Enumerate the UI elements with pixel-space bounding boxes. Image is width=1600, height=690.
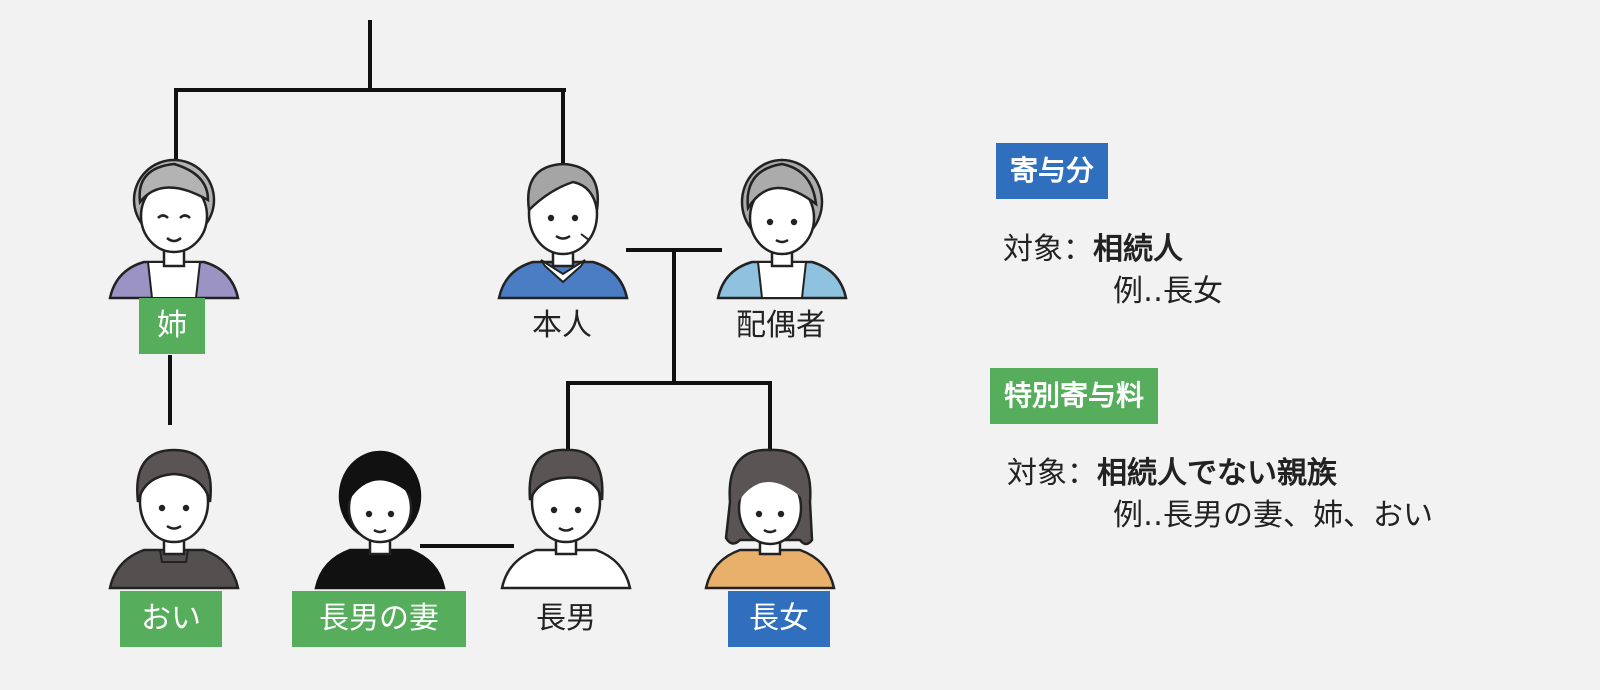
label-nephew: おい [120,591,222,647]
connector-lines [168,20,772,548]
label-spouse: 配偶者 [736,308,826,343]
legend-target-value: 相続人 [1093,232,1183,267]
label-eldest-son: 長男 [536,601,596,636]
legend-example-special-contribution: 例‥長男の妻、姉、おい [1113,498,1434,533]
legend-target-value: 相続人でない親族 [1097,456,1337,491]
label-elder-sister: 姉 [139,298,205,354]
legend-target-special-contribution: 対象：相続人でない親族 [1007,448,1337,492]
legend-target-label: 対象： [1007,456,1097,491]
avatar-self [497,162,629,300]
avatar-eldest-daughter [704,448,836,590]
legend-badge-special-contribution: 特別寄与料 [990,368,1159,424]
legend-target-contribution: 対象：相続人 [1003,224,1183,268]
label-self: 本人 [532,308,592,343]
avatar-nephew [108,448,240,590]
legend-badge-contribution: 寄与分 [996,143,1109,199]
avatar-eldest-son [500,448,632,590]
legend-target-label: 対象： [1003,232,1093,267]
avatar-spouse [716,158,848,300]
label-eldest-son-wife: 長男の妻 [292,591,466,647]
label-eldest-daughter: 長女 [728,591,830,647]
avatar-elder-sister [108,158,240,300]
legend-example-contribution: 例‥長女 [1113,274,1224,309]
avatar-eldest-son-wife [314,450,446,590]
